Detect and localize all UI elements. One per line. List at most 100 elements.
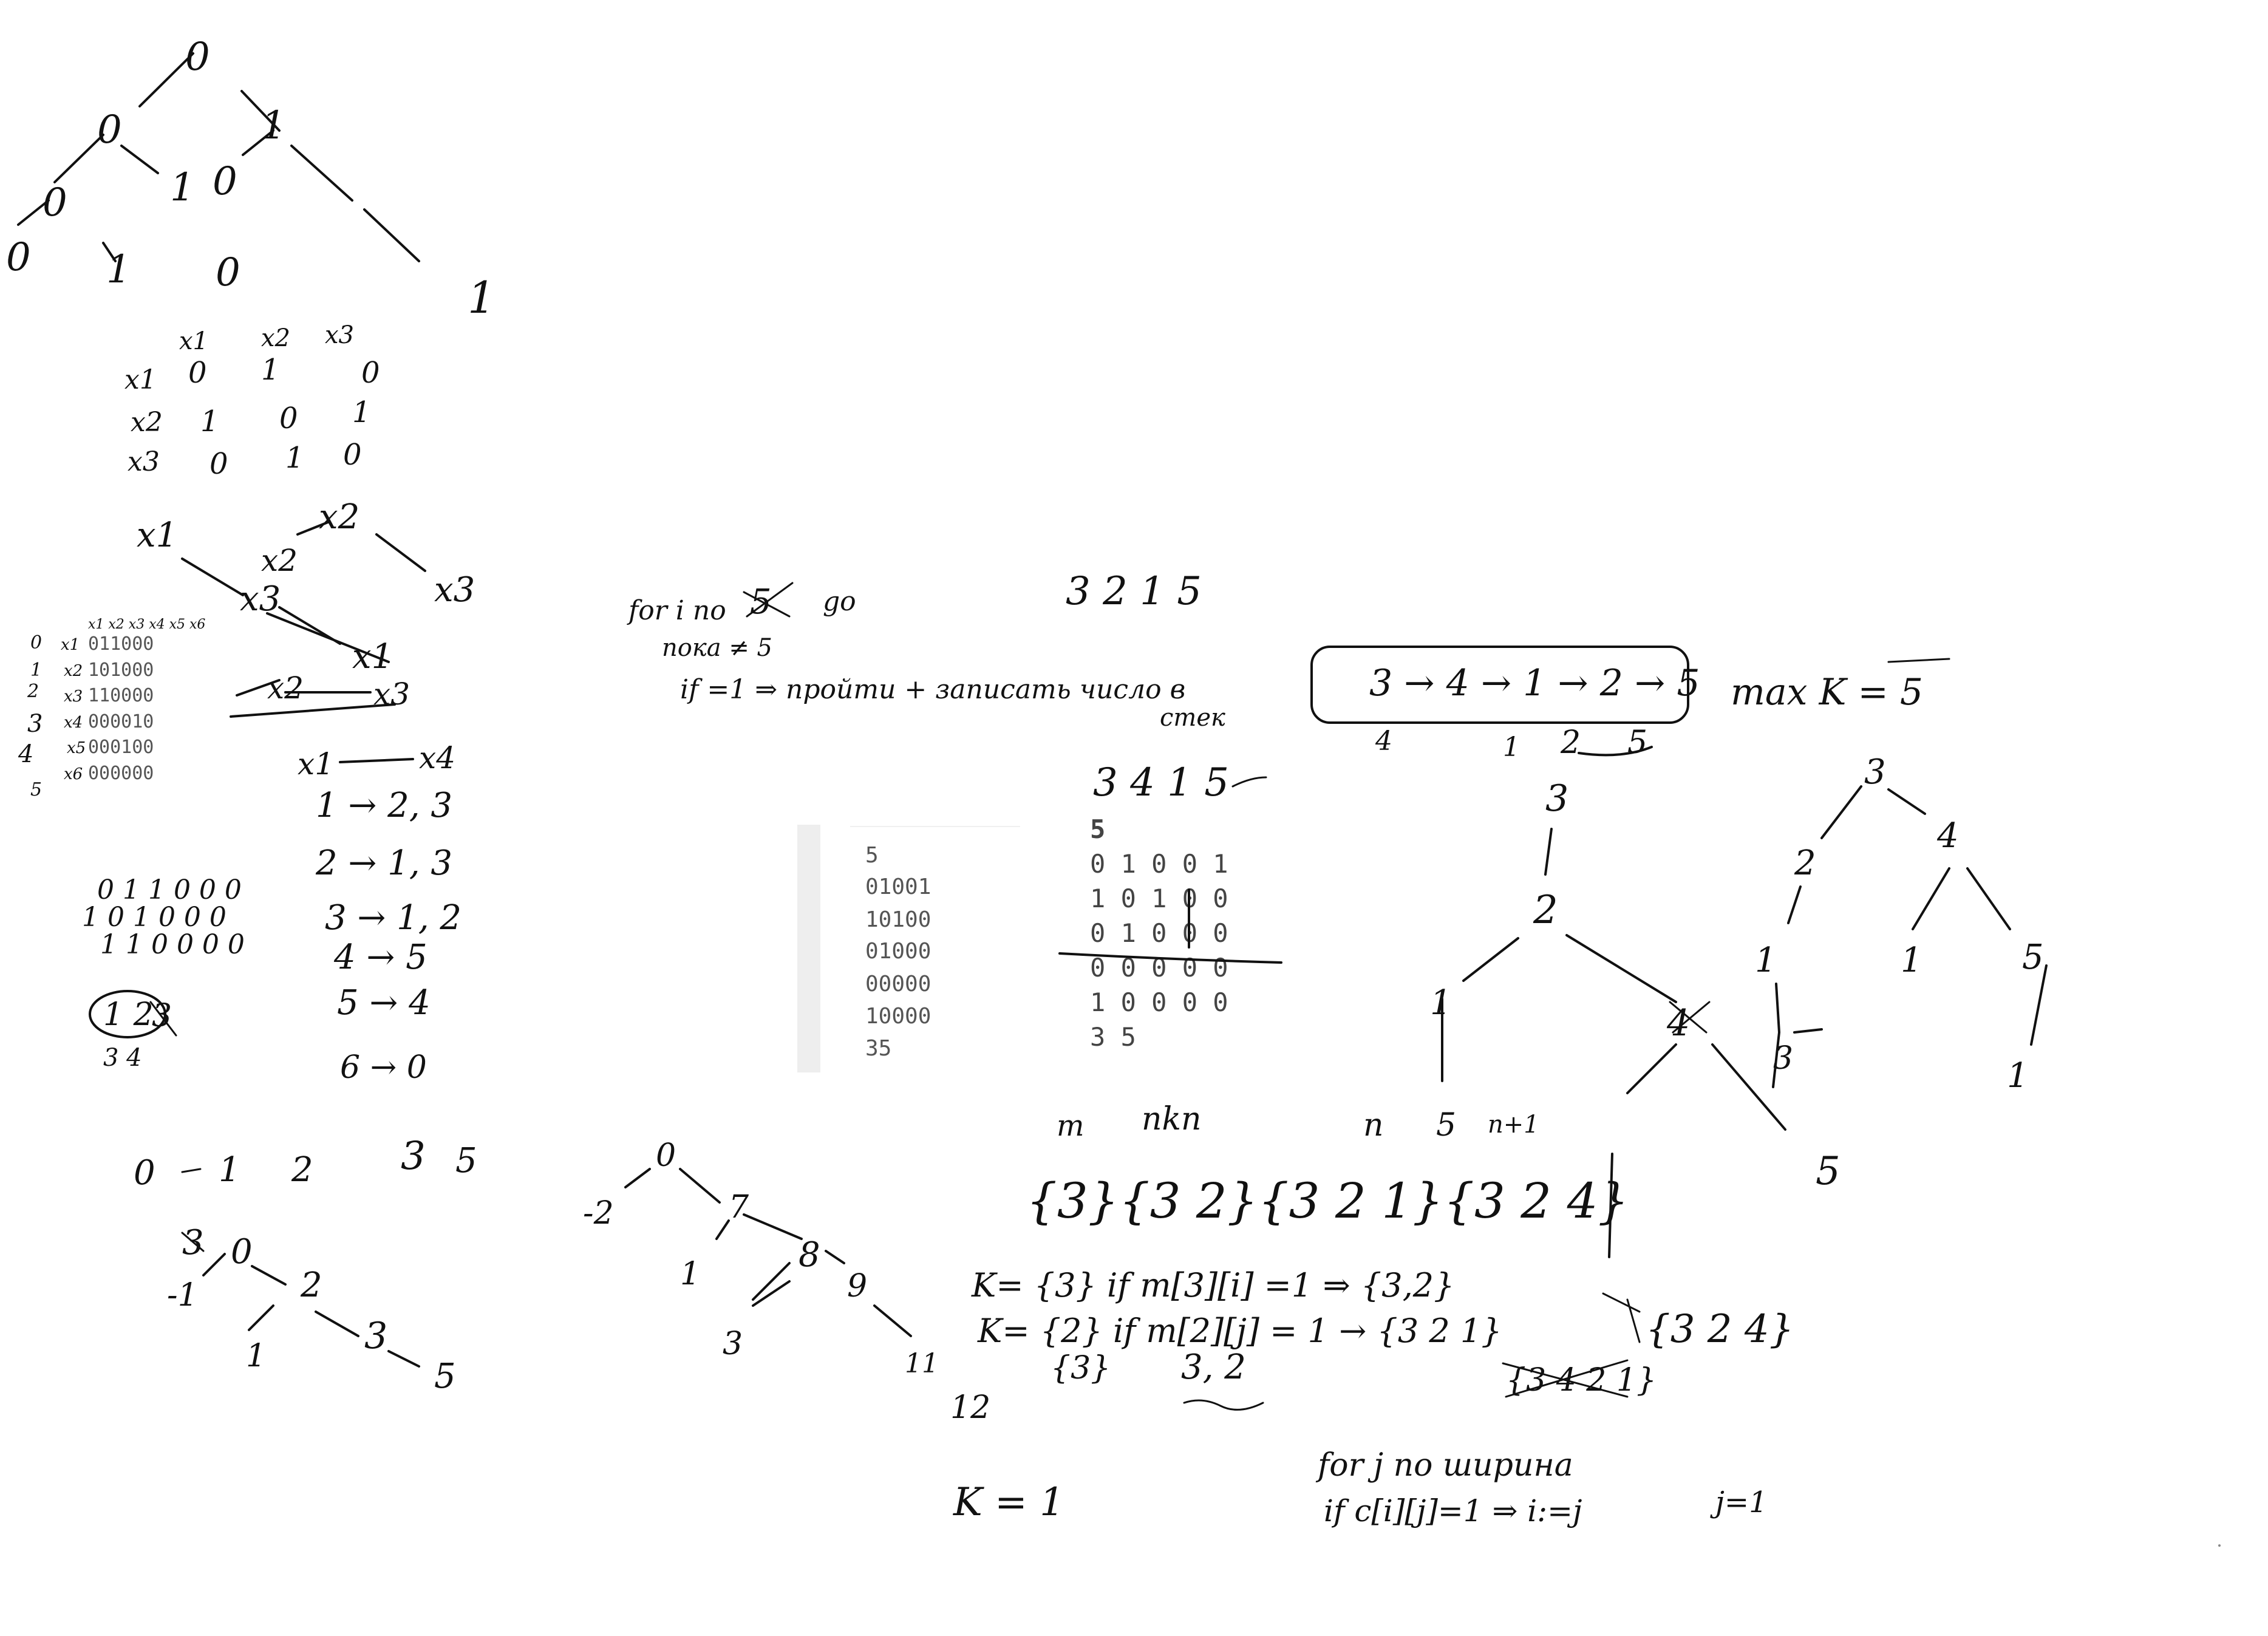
tree2-node: -1 [167,1277,198,1314]
matrix2-row: 101000 [88,660,154,681]
tree3-node: 0 [656,1137,676,1174]
tree1-node: 1 [170,165,195,210]
matrix2-index: 1 [30,660,42,681]
tree2-node: 2 [300,1266,322,1305]
matrix1-cell: 1 [285,441,304,475]
number-item: 3 [401,1134,426,1179]
adjacency-entry: 2 → 1, 3 [315,844,452,883]
tree1-node: 0 [185,35,210,80]
struck-set: {3 4 2 1} [1506,1362,1657,1399]
sets-line: {3}{3 2}{3 2 1}{3 2 4} [1026,1173,1629,1229]
circled-below: 3 4 [103,1044,142,1072]
graph-node: x1 [137,516,177,555]
tree2-node: 1 [246,1338,266,1374]
tree5-node: 5 [2022,938,2044,977]
tree3-node: 1 [680,1256,700,1292]
input-line: 5 [865,843,879,868]
tree1-node: 0 [97,107,122,152]
matrix2-row-label: x3 [64,687,83,706]
circled-set: 1 2 3 3 4 [89,990,177,1072]
matrix2-row: 000100 [88,737,154,758]
matrix2-header: x1 x2 x3 x4 x5 x6 [88,617,205,632]
matrix2-row: 110000 [88,685,154,706]
loop-pseudocode: for j no ширина if c[i][j]=1 ⇒ i:=j j=1 [1315,1447,1768,1529]
tree2-node: 3 [364,1315,387,1357]
tree2-node: 0 [231,1232,253,1272]
graph-node: x2 [267,670,304,706]
tree3-node: 7 [729,1189,749,1225]
number-item: 5 [455,1141,477,1181]
tree4-node: 2 [1533,888,1558,933]
matrix2-row-label: x2 [64,662,83,680]
dfs-tree-sketch: 3 2 1 4 5 [1430,746,1841,1194]
tree1-node: 1 [106,247,131,292]
tree4-node: 1 [1430,983,1452,1023]
k-step: K= {3} if m[3][i] =1 ⇒ {3,2} [971,1266,1454,1304]
matrix2-row-label: x5 [67,739,86,757]
matrix-sketch: x1 x2 x3 x1 0 1 0 x2 1 0 1 x3 0 1 0 [124,321,380,481]
graph-node: x3 [240,579,281,619]
input-line: 10000 [865,1004,931,1029]
input-copy-line: 0 1 0 0 0 [1090,918,1228,948]
matrix1-cell: 0 [343,438,362,472]
set-label: n+1 [1488,1111,1539,1139]
tree5-node: 4 [1936,816,1959,856]
boxed-path: 3 → 4 → 1 → 2 → 5 4 1 2 5 max K = 5 [1310,646,1950,763]
matrix1-cell: 0 [361,356,380,390]
matrix2-index: 0 [30,632,42,653]
set-label: 5 [1436,1107,1456,1143]
matrix1-header: x3 [325,321,354,349]
top-sequence: 3 2 1 5 [1066,569,1202,614]
k-step-end: {3 2 4} [1646,1307,1794,1352]
graph-node: x2 [319,497,359,537]
tree1-node: 0 [6,235,31,280]
input-file-panel: 5 01001 10100 01000 00000 10000 35 [797,825,1020,1072]
input-copy-line: 0 1 0 0 1 [1090,849,1228,879]
tree3-node: 9 [847,1268,867,1304]
path-below: 1 [1503,732,1520,763]
graph-node: x1 [298,746,334,782]
tree5-node: 3 [1864,752,1886,792]
tree3-node: -2 [583,1195,614,1232]
matrix2-row: 000000 [88,763,154,784]
matrix1-row-label: x3 [128,446,160,477]
tree1-node: 0 [213,159,237,204]
loop-line-end: j=1 [1710,1485,1768,1519]
tree1-node: 1 [261,103,286,148]
graph-node: x3 [373,677,410,712]
matrix1-cell: 1 [352,395,371,429]
input-line: 35 [865,1036,891,1061]
tree3-node: 8 [799,1235,820,1275]
matrix1-cell: 1 [261,353,280,387]
tree5-node: 3 [1773,1040,1793,1077]
matrix2-row-label: x1 [61,636,80,654]
tree4-node: 5 [1816,1149,1841,1194]
pseudo-line: пока ≠ 5 [662,634,772,662]
matrix1-header: x1 [179,327,208,355]
search-tree-sketch: 0 -1 2 1 3 5 3 [167,1223,456,1396]
pair-values: 3, 2 [1181,1348,1246,1387]
number-item: 0 [134,1153,155,1193]
matrix1-cell: 0 [188,356,207,390]
tree1-node: 0 [43,180,67,225]
tree4-node: 3 [1545,777,1568,820]
matrix2-row: 011000 [88,633,154,655]
matrix2-row: 000010 [88,711,154,732]
matrix1-header: x2 [261,324,290,352]
binary-tree-sketch: 0 0 1 0 0 1 0 1 0 1 [6,35,495,323]
tree1-node: 0 [216,250,240,295]
tree5-node: 1 [2007,1056,2029,1096]
pseudo-line-end: go [823,586,856,617]
graph-node: x2 [261,543,298,578]
number-item: 2 [291,1150,313,1190]
matrix3-row: 0 1 1 0 0 0 [97,874,242,905]
tree-sketch-right: 3 2 4 1 1 5 3 1 [1755,752,2048,1096]
k-equals: K = 1 [953,1480,1064,1525]
pseudo-line-end: стек [1160,704,1225,732]
path-text: 3 → 4 → 1 → 2 → 5 [1369,662,1700,704]
set-label: nkn [1142,1101,1202,1137]
tree2-node: 5 [434,1357,456,1396]
number-item: 1 [219,1150,240,1190]
